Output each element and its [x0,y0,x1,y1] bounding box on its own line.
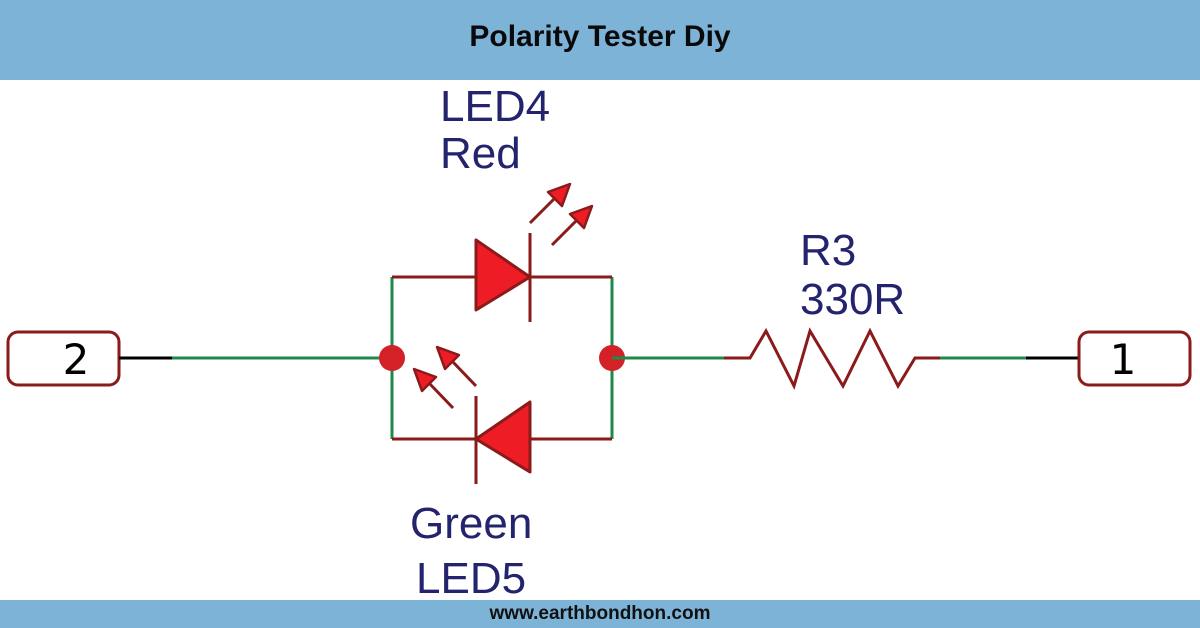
led5-arrow-2-shaft [427,381,455,410]
footer-website-url: www.earthbondhon.com [489,603,711,624]
header-bar: Polarity Tester Diy [0,0,1200,80]
led4-designator: LED4 [440,82,550,131]
led5-green [392,345,612,484]
led4-arrow-2-head [568,204,594,230]
resistor-r3 [724,327,940,391]
led4-value: Red [440,129,521,178]
port-1-label: 1 [1110,335,1137,384]
led5-triangle [474,400,532,474]
port-1: 1 [1077,330,1192,387]
r3-value: 330R [800,275,905,324]
port-1-box [1077,330,1192,387]
led5-arrow-1-head [435,345,461,371]
port-2: 2 [6,330,121,387]
page-title: Polarity Tester Diy [469,20,731,53]
r3-designator: R3 [800,226,856,275]
led4-arrow-1-head [546,182,572,208]
led5-designator: LED5 [416,554,526,603]
led4-red [392,182,612,322]
junction-left [379,345,405,371]
led4-arrow-1-shaft [528,195,558,225]
led5-arrow-1-shaft [450,359,478,388]
led5-value: Green [410,499,532,548]
footer-bar: www.earthbondhon.com [0,600,1200,628]
r3-zigzag [724,327,940,391]
led4-arrow-2-shaft [550,217,580,247]
port-2-label: 2 [63,335,90,384]
led5-arrow-2-head [412,367,438,393]
led4-triangle [474,238,532,312]
